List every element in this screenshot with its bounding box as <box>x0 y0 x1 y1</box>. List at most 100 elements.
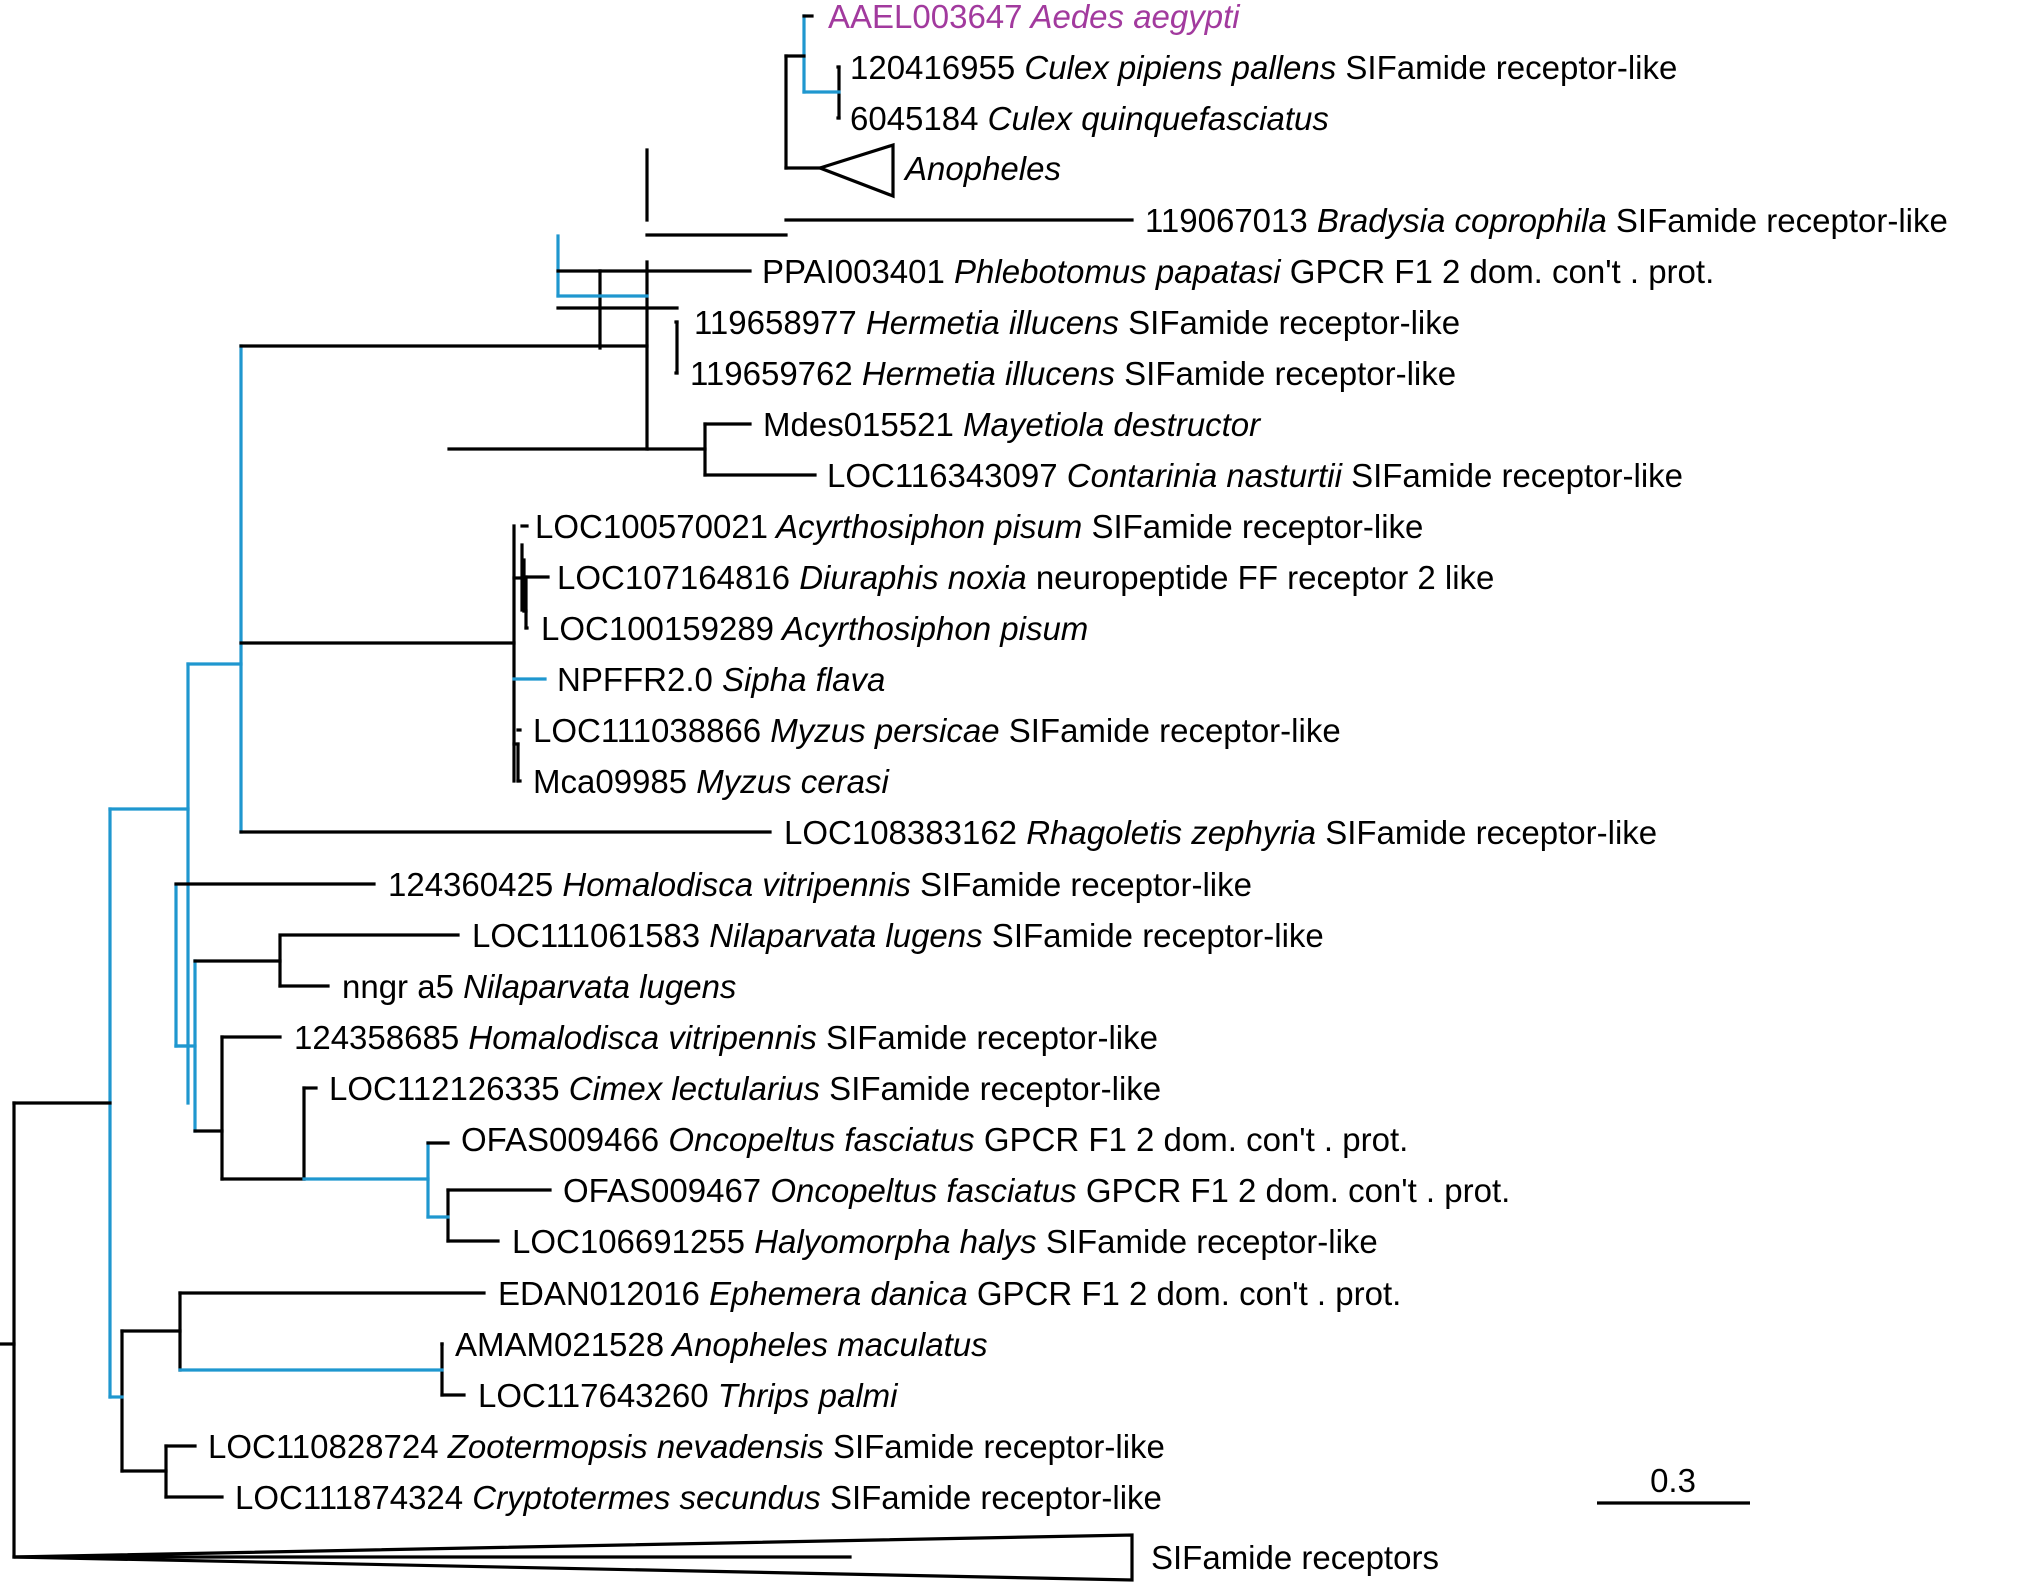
tip-label: 6045184 Culex quinquefasciatus <box>850 100 1329 137</box>
tip-label: LOC117643260 Thrips palmi <box>478 1377 899 1414</box>
label-text: 124360425 <box>388 866 553 903</box>
label-text: 120416955 <box>850 49 1015 86</box>
tip-label: LOC100159289 Acyrthosiphon pisum <box>541 610 1088 647</box>
species-name: Oncopeltus fasciatus <box>659 1121 975 1158</box>
label-text: LOC100570021 <box>535 508 768 545</box>
tip-label: 124358685 Homalodisca vitripennis SIFami… <box>294 1019 1158 1056</box>
label-text: GPCR F1 2 dom. con't . prot. <box>1281 253 1715 290</box>
tip-label: PPAI003401 Phlebotomus papatasi GPCR F1 … <box>762 253 1714 290</box>
label-text: LOC112126335 <box>329 1070 560 1107</box>
label-text: SIFamide receptor-like <box>821 1479 1162 1516</box>
collapsed-clade-sifamide-receptors <box>13 1533 1134 1582</box>
tip-label: Mca09985 Myzus cerasi <box>533 763 890 800</box>
species-name: Contarinia nasturtii <box>1058 457 1344 494</box>
label-text: OFAS009466 <box>461 1121 659 1158</box>
label-text: neuropeptide FF receptor 2 like <box>1027 559 1495 596</box>
species-name: Oncopeltus fasciatus <box>761 1172 1077 1209</box>
label-text: 124358685 <box>294 1019 459 1056</box>
label-text: AAEL003647 <box>828 0 1023 35</box>
species-name: Hermetia illucens <box>853 355 1115 392</box>
label-text: OFAS009467 <box>563 1172 761 1209</box>
species-name: Rhagoletis zephyria <box>1017 814 1316 851</box>
tip-label: LOC100570021 Acyrthosiphon pisum SIFamid… <box>535 508 1423 545</box>
tip-label: 124360425 Homalodisca vitripennis SIFami… <box>388 866 1252 903</box>
tip-label: 119659762 Hermetia illucens SIFamide rec… <box>690 355 1456 392</box>
species-name: Nilaparvata lugens <box>700 917 983 954</box>
species-name: Anopheles <box>903 150 1061 187</box>
label-text: SIFamide receptor-like <box>824 1428 1165 1465</box>
species-name: Culex quinquefasciatus <box>978 100 1328 137</box>
tip-label: 119067013 Bradysia coprophila SIFamide r… <box>1145 202 1948 239</box>
label-text: LOC107164816 <box>557 559 790 596</box>
label-text: PPAI003401 <box>762 253 945 290</box>
tip-label: SIFamide receptors <box>1151 1539 1439 1576</box>
label-text: SIFamide receptors <box>1151 1539 1439 1576</box>
label-text: LOC108383162 <box>784 814 1017 851</box>
species-name: Zootermopsis nevadensis <box>439 1428 824 1465</box>
species-name: Ephemera danica <box>700 1275 968 1312</box>
species-name: Myzus persicae <box>761 712 999 749</box>
tip-label: NPFFR2.0 Sipha flava <box>557 661 885 698</box>
tip-label: Anopheles <box>903 150 1061 187</box>
label-text: SIFamide receptor-like <box>1316 814 1657 851</box>
label-text: LOC116343097 <box>827 457 1058 494</box>
species-name: Halyomorpha halys <box>745 1223 1037 1260</box>
label-text: 119659762 <box>690 355 853 392</box>
tip-label: LOC116343097 Contarinia nasturtii SIFami… <box>827 457 1683 494</box>
label-text: LOC100159289 <box>541 610 774 647</box>
label-text: 119658977 <box>694 304 857 341</box>
tip-label: LOC106691255 Halyomorpha halys SIFamide … <box>512 1223 1378 1260</box>
tip-label: AMAM021528 Anopheles maculatus <box>455 1326 988 1363</box>
label-text: GPCR F1 2 dom. con't . prot. <box>968 1275 1402 1312</box>
label-text: SIFamide receptor-like <box>911 866 1252 903</box>
label-text: LOC110828724 <box>208 1428 439 1465</box>
species-name: Mayetiola destructor <box>954 406 1262 443</box>
species-name: Cryptotermes secundus <box>463 1479 821 1516</box>
species-name: Homalodisca vitripennis <box>553 866 911 903</box>
label-text: 6045184 <box>850 100 978 137</box>
species-name: Phlebotomus papatasi <box>945 253 1282 290</box>
species-name: Bradysia coprophila <box>1308 202 1607 239</box>
label-text: GPCR F1 2 dom. con't . prot. <box>975 1121 1409 1158</box>
label-text: SIFamide receptor-like <box>1082 508 1423 545</box>
label-text: Mca09985 <box>533 763 687 800</box>
label-text: SIFamide receptor-like <box>817 1019 1158 1056</box>
tip-label: nngr a5 Nilaparvata lugens <box>342 968 736 1005</box>
label-text: SIFamide receptor-like <box>1336 49 1677 86</box>
species-name: Myzus cerasi <box>687 763 890 800</box>
label-text: SIFamide receptor-like <box>1342 457 1683 494</box>
label-text: SIFamide receptor-like <box>1607 202 1948 239</box>
label-text: SIFamide receptor-like <box>1115 355 1456 392</box>
species-name: Cimex lectularius <box>560 1070 820 1107</box>
label-text: LOC111874324 <box>235 1479 463 1516</box>
tip-label: LOC107164816 Diuraphis noxia neuropeptid… <box>557 559 1494 596</box>
label-text: NPFFR2.0 <box>557 661 713 698</box>
label-text: nngr a5 <box>342 968 454 1005</box>
tip-label: LOC111874324 Cryptotermes secundus SIFam… <box>235 1479 1162 1516</box>
species-name: Culex pipiens pallens <box>1015 49 1336 86</box>
label-text: SIFamide receptor-like <box>1037 1223 1378 1260</box>
tip-label: LOC108383162 Rhagoletis zephyria SIFamid… <box>784 814 1657 851</box>
label-text: LOC111038866 <box>533 712 761 749</box>
label-text: Mdes015521 <box>763 406 954 443</box>
species-name: Homalodisca vitripennis <box>459 1019 817 1056</box>
species-name: Acyrthosiphon pisum <box>768 508 1082 545</box>
tip-label: LOC111038866 Myzus persicae SIFamide rec… <box>533 712 1341 749</box>
species-name: Diuraphis noxia <box>790 559 1027 596</box>
species-name: Acyrthosiphon pisum <box>774 610 1088 647</box>
tip-label: 119658977 Hermetia illucens SIFamide rec… <box>694 304 1460 341</box>
scale-bar-label: 0.3 <box>1650 1462 1696 1499</box>
label-text: SIFamide receptor-like <box>983 917 1324 954</box>
label-text: EDAN012016 <box>498 1275 700 1312</box>
species-name: Anopheles maculatus <box>664 1326 987 1363</box>
species-name: Thrips palmi <box>709 1377 900 1414</box>
tip-label: 120416955 Culex pipiens pallens SIFamide… <box>850 49 1677 86</box>
species-name: Hermetia illucens <box>857 304 1119 341</box>
collapsed-clade-anopheles <box>815 142 895 199</box>
tip-label: Mdes015521 Mayetiola destructor <box>763 406 1262 443</box>
label-text: 119067013 <box>1145 202 1308 239</box>
label-text: GPCR F1 2 dom. con't . prot. <box>1077 1172 1511 1209</box>
tip-label: LOC111061583 Nilaparvata lugens SIFamide… <box>472 917 1324 954</box>
